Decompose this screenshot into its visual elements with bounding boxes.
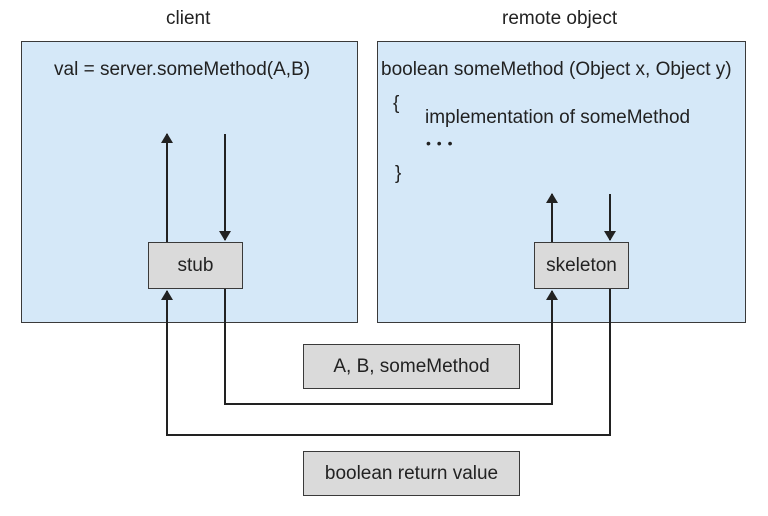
client-header: client xyxy=(166,8,211,29)
close-brace: } xyxy=(395,163,402,184)
remote-object-header: remote object xyxy=(502,8,618,29)
stub-box: stub xyxy=(148,242,243,289)
open-brace: { xyxy=(393,93,400,114)
request-label: A, B, someMethod xyxy=(303,344,520,389)
skeleton-box: skeleton xyxy=(534,242,629,289)
response-path-arrow xyxy=(161,289,611,436)
remote-method-signature: boolean someMethod (Object x, Object y) xyxy=(381,59,732,80)
client-method-call: val = server.someMethod(A,B) xyxy=(54,59,311,80)
ellipsis: • • • xyxy=(426,135,454,151)
response-label: boolean return value xyxy=(303,451,520,496)
request-path-arrow xyxy=(224,289,558,405)
method-implementation: implementation of someMethod xyxy=(425,107,691,128)
